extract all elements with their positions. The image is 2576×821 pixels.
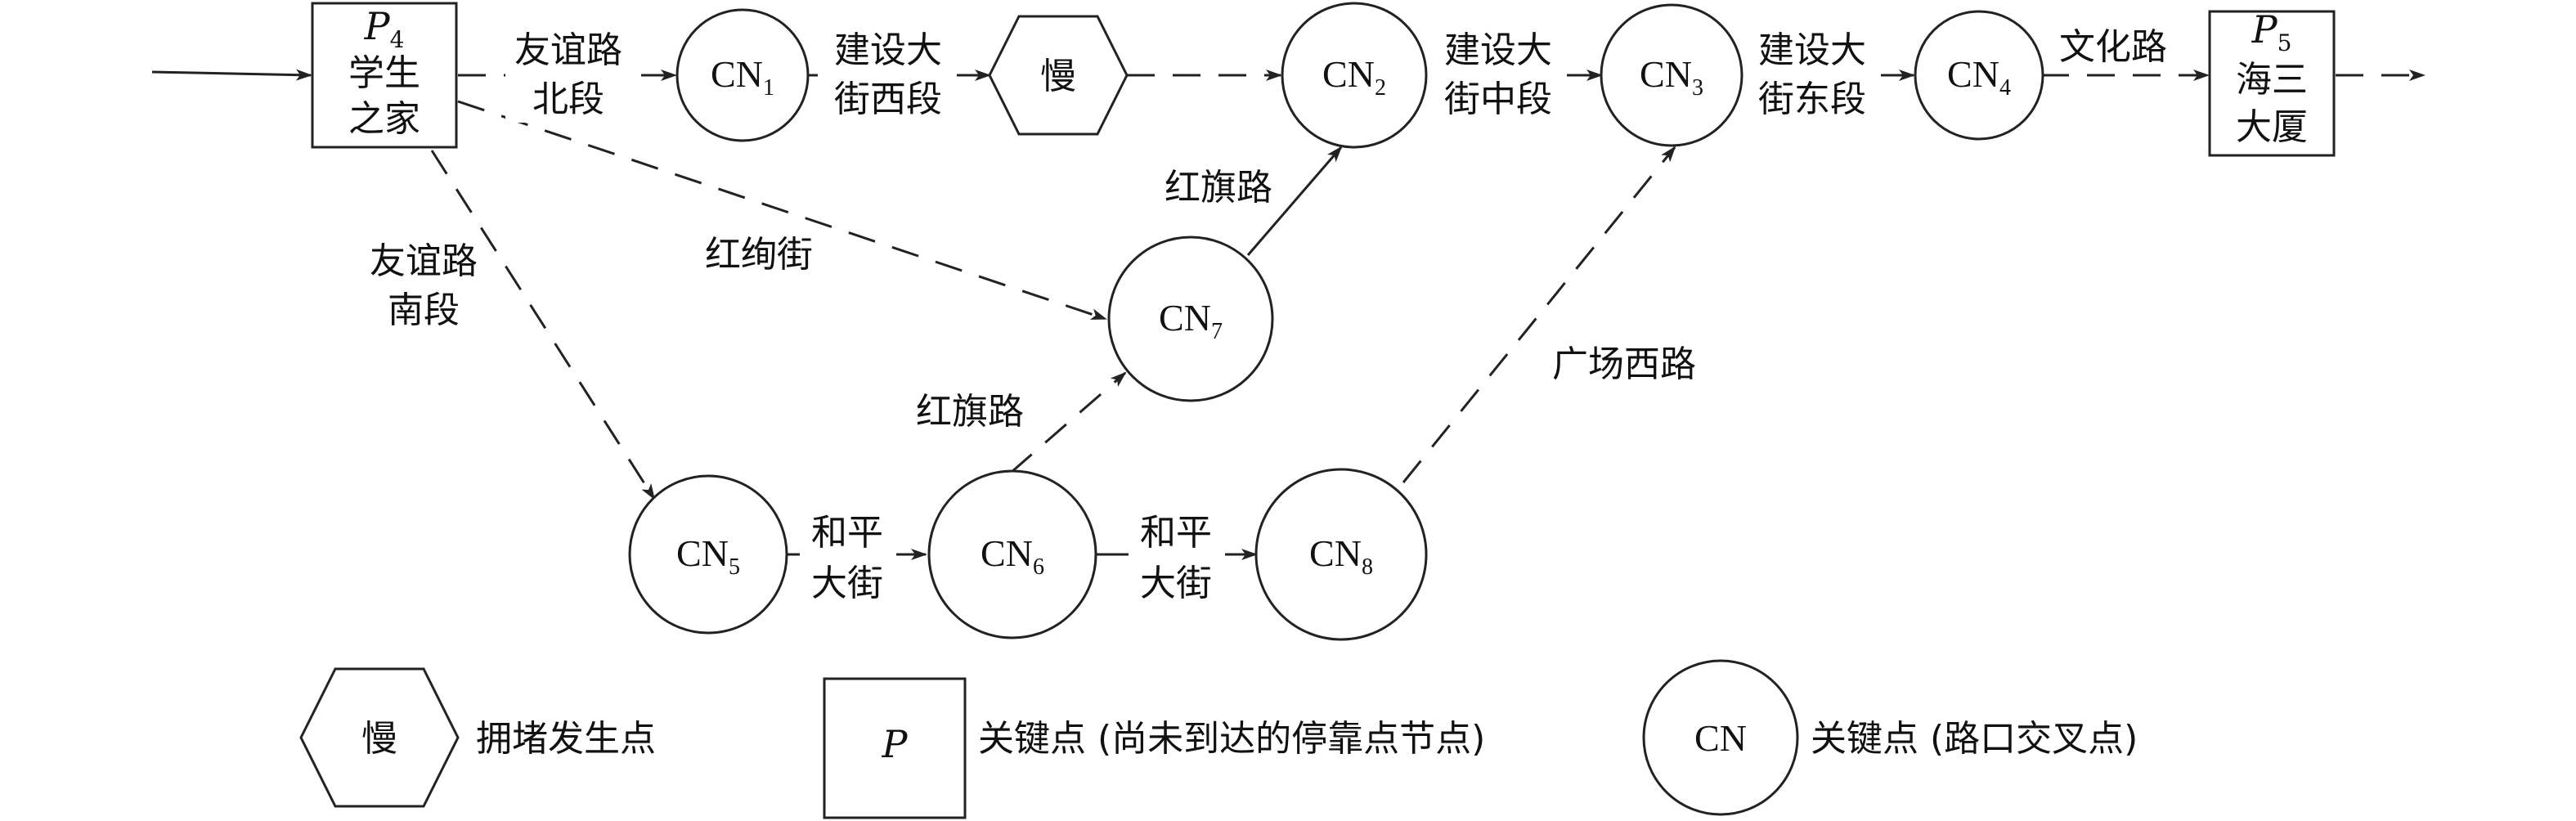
node-cn7-base: CN — [1159, 297, 1211, 339]
label-jianshe-west-2: 街西段 — [834, 79, 942, 120]
svg-text:CN1: CN1 — [711, 53, 774, 101]
legend-congestion-symbol: 慢 — [361, 718, 397, 760]
legend-intersection-symbol: CN — [1694, 717, 1747, 759]
node-p4-sub: 4 — [390, 26, 405, 53]
node-cn3-base: CN — [1640, 53, 1692, 95]
legend-intersection-text: 关键点 (路口交叉点) — [1811, 718, 2138, 760]
svg-text:CN2: CN2 — [1322, 53, 1386, 101]
edge-p4-cn5 — [430, 150, 656, 500]
node-cn1-base: CN — [711, 53, 763, 95]
node-cn2: CN2 — [1281, 2, 1428, 149]
nodes: P4 学生 之家 CN1 慢 CN2 CN3 CN4 — [311, 2, 2336, 641]
label-jianshe-east-1: 建设大 — [1758, 29, 1866, 71]
svg-text:CN6: CN6 — [981, 532, 1044, 580]
svg-text:CN8: CN8 — [1309, 532, 1373, 580]
label-heping-2-1: 和平 — [1140, 512, 1212, 554]
edge-cn8-cn3 — [1402, 146, 1676, 483]
edge-cn7-cn2 — [1246, 146, 1343, 256]
svg-text:CN4: CN4 — [1947, 53, 2011, 101]
node-p4-line1: 学生 — [348, 52, 420, 94]
node-p5-letter: P — [2251, 7, 2278, 52]
label-jianshe-middle-2: 街中段 — [1444, 79, 1552, 120]
node-p5-line1: 海三 — [2236, 59, 2308, 101]
node-p5-line2: 大厦 — [2236, 106, 2308, 148]
node-p4-letter: P — [364, 4, 391, 48]
label-heping-2-2: 大街 — [1140, 563, 1212, 604]
entry-arrow — [151, 69, 312, 81]
node-cn5-base: CN — [676, 532, 729, 574]
label-hongqi-lower: 红旗路 — [916, 391, 1024, 433]
label-heping-1-1: 和平 — [811, 512, 883, 554]
edge-cn6-cn7 — [1010, 371, 1127, 474]
legend-congestion-text: 拥堵发生点 — [476, 718, 656, 760]
node-cn8: CN8 — [1254, 468, 1428, 641]
svg-text:CN5: CN5 — [676, 532, 740, 580]
svg-text:P4: P4 — [364, 4, 405, 53]
node-cn1-sub: 1 — [763, 75, 774, 101]
label-youyi-north-1: 友谊路 — [514, 29, 622, 71]
node-cn6-base: CN — [981, 532, 1033, 574]
svg-text:CN7: CN7 — [1159, 297, 1223, 344]
node-cn5: CN5 — [628, 474, 788, 635]
legend-congestion: 慢 拥堵发生点 — [299, 667, 656, 808]
label-jianshe-middle-1: 建设大 — [1444, 29, 1552, 71]
node-cn4: CN4 — [1914, 10, 2044, 141]
label-youyi-south-2: 南段 — [388, 289, 460, 331]
label-wenhua: 文化路 — [2059, 26, 2167, 68]
svg-text:CN3: CN3 — [1640, 53, 1703, 101]
node-cn8-sub: 8 — [1362, 554, 1373, 580]
legend-stop-text: 关键点 (尚未到达的停靠点节点) — [978, 718, 1485, 760]
edge-p4-cn7 — [457, 100, 1107, 321]
edges — [151, 69, 2426, 560]
node-cn5-sub: 5 — [729, 554, 740, 580]
node-cn4-base: CN — [1947, 53, 1999, 95]
node-cn2-sub: 2 — [1375, 75, 1386, 101]
node-p5: P5 海三 大厦 — [2208, 7, 2336, 157]
svg-text:P5: P5 — [2251, 7, 2292, 56]
label-youyi-south-1: 友谊路 — [370, 240, 478, 282]
node-slow: 慢 — [988, 15, 1129, 136]
label-heping-1-2: 大街 — [811, 563, 883, 604]
label-jianshe-east-2: 街东段 — [1758, 79, 1866, 120]
legend: 慢 拥堵发生点 P 关键点 (尚未到达的停靠点节点) CN 关键点 (路口交叉点… — [299, 659, 2138, 819]
node-p5-sub: 5 — [2278, 29, 2292, 56]
label-jianshe-west-1: 建设大 — [834, 29, 942, 71]
node-cn7: CN7 — [1107, 236, 1274, 402]
edge-labels: 友谊路 北段 建设大 街西段 建设大 街中段 建设大 街东段 文化路 友谊路 南… — [370, 25, 2180, 608]
label-hongqi-upper: 红旗路 — [1165, 167, 1272, 209]
node-p4: P4 学生 之家 — [311, 2, 458, 149]
legend-stop-symbol: P — [882, 722, 909, 766]
node-cn1: CN1 — [675, 8, 810, 142]
node-p4-line2: 之家 — [348, 98, 420, 140]
label-hongxu: 红绚街 — [705, 234, 813, 276]
node-cn3: CN3 — [1600, 3, 1744, 147]
node-cn2-base: CN — [1322, 53, 1375, 95]
node-cn4-sub: 4 — [1999, 75, 2011, 101]
node-cn6: CN6 — [927, 469, 1097, 639]
node-cn8-base: CN — [1309, 532, 1362, 574]
label-youyi-north-2: 北段 — [532, 79, 604, 120]
node-cn6-sub: 6 — [1033, 554, 1044, 580]
node-slow-label: 慢 — [1040, 56, 1076, 97]
label-guangchang-west: 广场西路 — [1552, 343, 1696, 385]
legend-intersection: CN 关键点 (路口交叉点) — [1642, 659, 2138, 816]
legend-stop: P 关键点 (尚未到达的停靠点节点) — [823, 677, 1485, 819]
node-cn3-sub: 3 — [1692, 75, 1703, 101]
node-cn7-sub: 7 — [1211, 319, 1223, 344]
